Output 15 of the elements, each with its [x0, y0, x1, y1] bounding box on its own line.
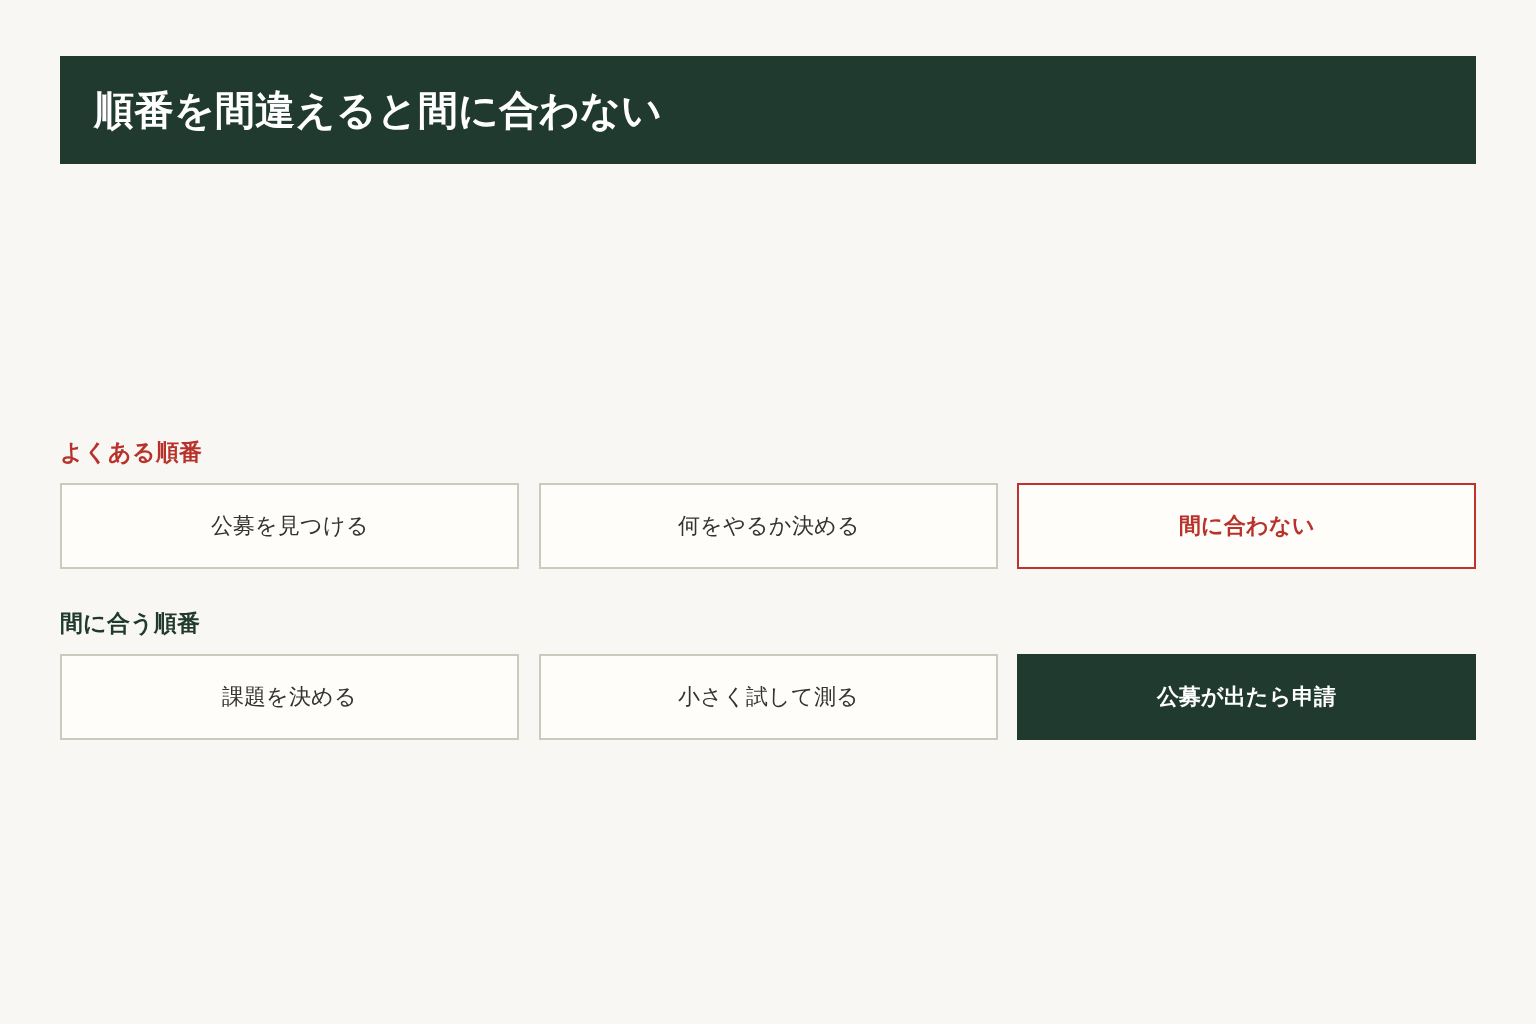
- step-label: 間に合わない: [1178, 512, 1315, 540]
- step-label: 小さく試して測る: [678, 683, 859, 711]
- step-card: [60, 654, 519, 740]
- step-label: 課題を決める: [222, 683, 357, 711]
- step-card: [539, 654, 998, 740]
- step-card: [1017, 483, 1476, 569]
- row-heading: 間に合う順番: [60, 609, 200, 638]
- row-heading: よくある順番: [60, 438, 202, 467]
- step-label: 公募を見つける: [210, 512, 369, 540]
- step-label: 何をやるか決める: [677, 512, 860, 540]
- step-card: [1017, 654, 1476, 740]
- title-banner: 順番を間違えると間に合わない: [60, 56, 1476, 164]
- step-label: 公募が出たら申請: [1157, 683, 1336, 711]
- step-card: [60, 483, 519, 569]
- step-card: [539, 483, 998, 569]
